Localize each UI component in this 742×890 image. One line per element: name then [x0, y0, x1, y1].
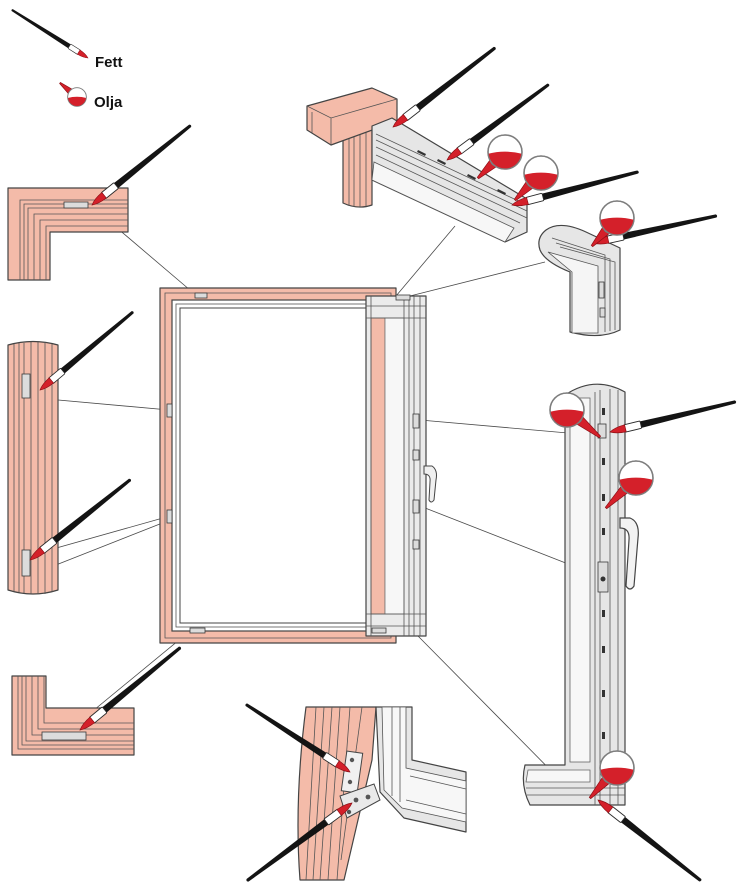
oil-can-icon: [590, 200, 635, 248]
legend-oil-label: Olja: [94, 94, 123, 111]
window-overview: [159, 287, 437, 644]
hardware-part: [600, 576, 606, 582]
hardware-part: [63, 201, 89, 209]
brush-icon: [595, 796, 704, 885]
legend-grease-label: Fett: [95, 54, 123, 71]
hardware-part: [417, 150, 506, 195]
hardware-part: [41, 731, 87, 741]
window-frame-lines: [164, 292, 392, 639]
legend: Fett Olja: [9, 7, 123, 111]
leader-lines: [27, 221, 605, 801]
oil-can-icon: [513, 155, 559, 202]
brush-icon: [89, 121, 194, 209]
oil-can-icon: [588, 750, 635, 800]
hardware-part: [21, 373, 31, 399]
sash-handle: [619, 517, 639, 590]
detail-top-sash: [306, 44, 641, 243]
window-handle: [423, 465, 437, 503]
detail-top-left-corner: [7, 121, 194, 281]
detail-right-sash: [522, 383, 738, 885]
hardware-part: [21, 549, 31, 577]
detail-top-right-corner: [538, 200, 719, 337]
oil-can-icon: [549, 392, 602, 439]
hardware-part: [597, 423, 607, 439]
detail-left-side: [7, 308, 137, 595]
hardware-part: [599, 307, 606, 318]
oil-can-icon: [59, 82, 87, 107]
oil-can-icon: [604, 460, 654, 510]
window-glass: [179, 307, 367, 624]
detail-bottom-left-corner: [11, 643, 184, 756]
window-sash: [365, 295, 427, 637]
brush-icon: [608, 397, 738, 437]
oil-can-icon: [476, 134, 523, 180]
brush-icon: [9, 7, 90, 61]
detail-bottom-hinge: [243, 700, 467, 885]
hardware-part: [598, 281, 605, 299]
brush-icon: [390, 44, 499, 131]
window-hardware-points: [166, 292, 420, 634]
hinge: [339, 750, 381, 819]
